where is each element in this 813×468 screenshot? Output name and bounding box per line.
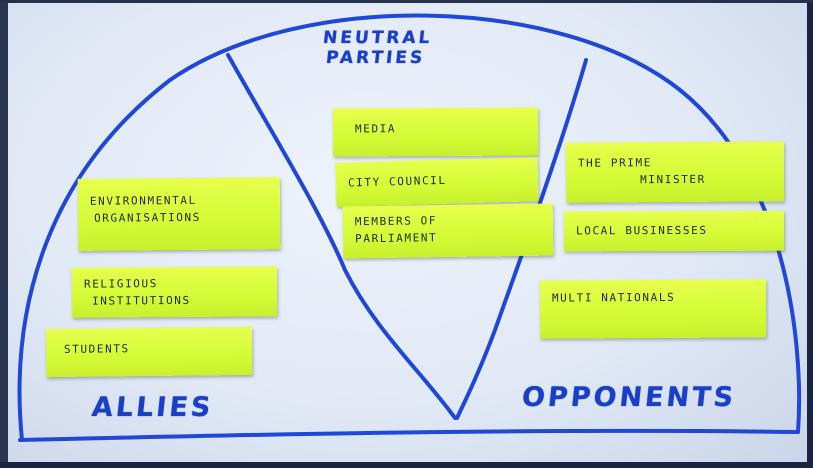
note-religious-line2: INSTITUTIONS	[92, 293, 191, 308]
sticky-note-members: MEMBERS OF PARLIAMENT	[342, 203, 554, 259]
right-divider	[455, 58, 588, 420]
base-line	[18, 428, 800, 442]
zone-label-neutral: NEUTRAL PARTIES	[320, 28, 434, 68]
photo-border-top	[0, 0, 813, 3]
sticky-note-local-businesses: LOCAL BUSINESSES	[563, 210, 785, 252]
note-environmental-line2: ORGANISATIONS	[93, 210, 201, 225]
sticky-note-media: MEDIA	[332, 107, 539, 157]
sticky-note-religious: RELIGIOUS INSTITUTIONS	[71, 266, 278, 318]
note-environmental-line1: ENVIRONMENTAL	[89, 193, 197, 208]
photo-border-bottom	[0, 462, 813, 468]
note-prime-minister-line2: MINISTER	[640, 172, 706, 187]
note-prime-minister-line1: THE PRIME	[577, 156, 652, 170]
photo-border-left	[0, 0, 8, 468]
sticky-note-students: STUDENTS	[45, 326, 253, 378]
note-city-council-label: CITY COUNCIL	[347, 173, 447, 190]
zone-label-opponents: OPPONENTS	[520, 382, 738, 413]
sticky-note-environmental: ENVIRONMENTAL ORGANISATIONS	[77, 177, 281, 251]
sticky-note-multinationals: MULTI NATIONALS	[539, 279, 767, 339]
note-multinationals-label: MULTI NATIONALS	[551, 290, 676, 305]
note-members-line2: PARLIAMENT	[355, 231, 438, 246]
zone-neutral-line2: PARTIES	[324, 48, 427, 68]
zone-label-allies: ALLIES	[90, 392, 215, 423]
sticky-note-prime-minister: THE PRIME MINISTER	[565, 141, 785, 203]
left-divider	[226, 53, 457, 420]
sticky-note-city-council: CITY COUNCIL	[335, 157, 539, 207]
note-religious-line1: RELIGIOUS	[83, 277, 159, 291]
zone-neutral-line1: NEUTRAL	[322, 28, 434, 48]
photo-border-right	[807, 0, 813, 468]
note-students-label: STUDENTS	[63, 342, 130, 356]
note-local-businesses-label: LOCAL BUSINESSES	[575, 223, 708, 238]
note-media-label: MEDIA	[354, 122, 397, 136]
